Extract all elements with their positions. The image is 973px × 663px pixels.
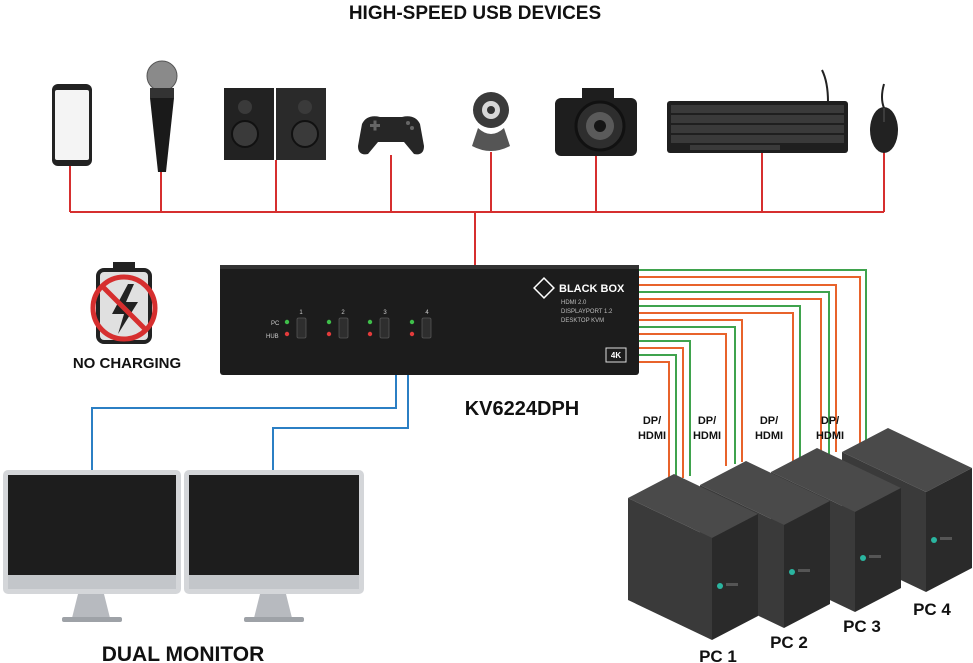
kvm-spec-line-1: HDMI 2.0 bbox=[561, 300, 587, 306]
kvm-4k-label: 4K bbox=[611, 351, 621, 360]
pc-label-3: PC 3 bbox=[843, 617, 881, 636]
kvm-channel-2[interactable]: 2 bbox=[326, 310, 349, 339]
kvm-port-number: 4 bbox=[425, 310, 429, 316]
monitor-left-icon bbox=[3, 470, 181, 622]
svg-text:DP/: DP/ bbox=[698, 415, 716, 427]
kvm-brand: BLACK BOX bbox=[559, 283, 625, 295]
kvm-4k-badge bbox=[605, 347, 627, 363]
camera-icon bbox=[555, 88, 637, 156]
pc-label-1: PC 1 bbox=[699, 647, 737, 663]
svg-text:HDMI: HDMI bbox=[693, 430, 721, 442]
kvm-channel-3[interactable]: 3 bbox=[367, 310, 390, 339]
kvm-row-label-hub: HUB bbox=[266, 334, 279, 340]
kvm-spec-line-2: DISPLAYPORT 1.2 bbox=[561, 309, 613, 315]
microphone-icon bbox=[146, 60, 178, 172]
svg-text:HDMI: HDMI bbox=[755, 430, 783, 442]
monitor-right-icon bbox=[184, 470, 364, 622]
pc-label-4: PC 4 bbox=[913, 600, 951, 619]
connection-label-3: DP/ HDMI bbox=[755, 415, 783, 442]
kvm-port-number: 2 bbox=[341, 310, 345, 316]
connection-label-1: DP/ HDMI bbox=[638, 415, 666, 442]
kvm-channel-4[interactable]: 4 bbox=[409, 310, 432, 339]
webcam-icon bbox=[472, 92, 510, 151]
monitors-label: DUAL MONITOR bbox=[102, 643, 265, 663]
pc-label-2: PC 2 bbox=[770, 633, 808, 652]
kvm-model-label: KV6224DPH bbox=[465, 398, 580, 420]
gamepad-icon bbox=[358, 116, 424, 155]
kvm-row-label-pc: PC bbox=[271, 321, 280, 327]
no-charging-icon bbox=[90, 262, 158, 344]
svg-text:HDMI: HDMI bbox=[638, 430, 666, 442]
smartphone-icon bbox=[52, 84, 92, 166]
svg-text:DP/: DP/ bbox=[760, 415, 778, 427]
brand-logo-icon bbox=[533, 277, 555, 299]
kvm-spec-line-3: DESKTOP KVM bbox=[561, 318, 604, 324]
usb-bus-lines bbox=[69, 152, 885, 266]
diagram-title: HIGH-SPEED USB DEVICES bbox=[349, 3, 601, 24]
no-charging-label: NO CHARGING bbox=[73, 355, 181, 372]
kvm-switch: BLACK BOX HDMI 2.0 DISPLAYPORT 1.2 DESKT… bbox=[220, 265, 639, 375]
speakers-icon bbox=[224, 88, 326, 160]
kvm-channel-1[interactable]: 1 bbox=[284, 310, 307, 339]
svg-text:DP/: DP/ bbox=[643, 415, 661, 427]
connection-label-4: DP/ HDMI bbox=[816, 415, 844, 442]
svg-text:DP/: DP/ bbox=[821, 415, 839, 427]
keyboard-icon bbox=[667, 69, 848, 153]
pc-cables bbox=[639, 269, 867, 482]
kvm-port-number: 3 bbox=[383, 310, 387, 316]
connection-label-2: DP/ HDMI bbox=[693, 415, 721, 442]
svg-text:HDMI: HDMI bbox=[816, 430, 844, 442]
mouse-icon bbox=[870, 83, 898, 153]
pc-tower-1-icon bbox=[628, 474, 758, 640]
kvm-port-number: 1 bbox=[299, 310, 303, 316]
monitor-video-lines bbox=[91, 375, 409, 472]
